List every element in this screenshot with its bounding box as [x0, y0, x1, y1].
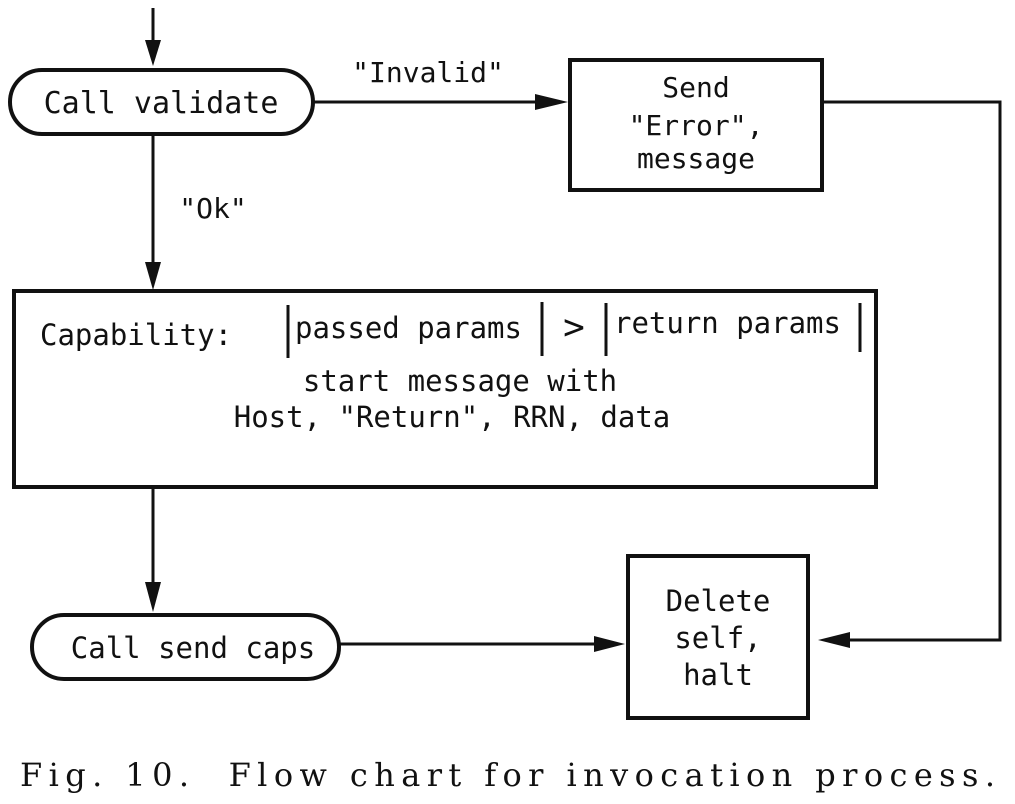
- invalid-edge-label: "Invalid": [352, 56, 504, 89]
- invalid-edge: "Invalid": [313, 56, 568, 110]
- call-validate-node: Call validate: [8, 68, 315, 136]
- capability-to-send-caps-edge: [145, 487, 161, 612]
- entry-arrow: [145, 8, 161, 66]
- capability-label: Capability:: [40, 318, 232, 352]
- capability-body-line-2: Host, "Return", RRN, data: [234, 400, 671, 434]
- send-caps-to-delete-edge: [339, 636, 625, 652]
- return-params-label: return params: [614, 306, 841, 340]
- capability-body-line-1: start message with: [303, 364, 617, 398]
- passed-params-label: passed params: [295, 311, 522, 345]
- send-error-line-3: message: [637, 142, 755, 175]
- send-error-line-2: "Error",: [629, 109, 764, 142]
- error-to-delete-edge: [818, 100, 1002, 648]
- send-error-node: Send "Error", message: [568, 58, 824, 192]
- ok-edge: "Ok": [145, 134, 247, 290]
- capability-node: Capability: passed params > return param…: [12, 289, 878, 489]
- call-validate-label: Call validate: [44, 86, 279, 121]
- call-send-caps-node: Call send caps: [30, 613, 341, 681]
- ok-edge-label: "Ok": [179, 192, 246, 225]
- call-send-caps-label: Call send caps: [71, 631, 315, 665]
- params-operator: >: [563, 307, 585, 348]
- send-error-line-1: Send: [662, 71, 729, 104]
- delete-self-node: Delete self, halt: [626, 554, 810, 720]
- delete-self-line-1: Delete: [666, 584, 771, 618]
- figure-caption: Fig. 10. Flow chart for invocation proce…: [20, 756, 995, 794]
- delete-self-line-3: halt: [683, 658, 753, 692]
- delete-self-line-2: self,: [674, 621, 761, 655]
